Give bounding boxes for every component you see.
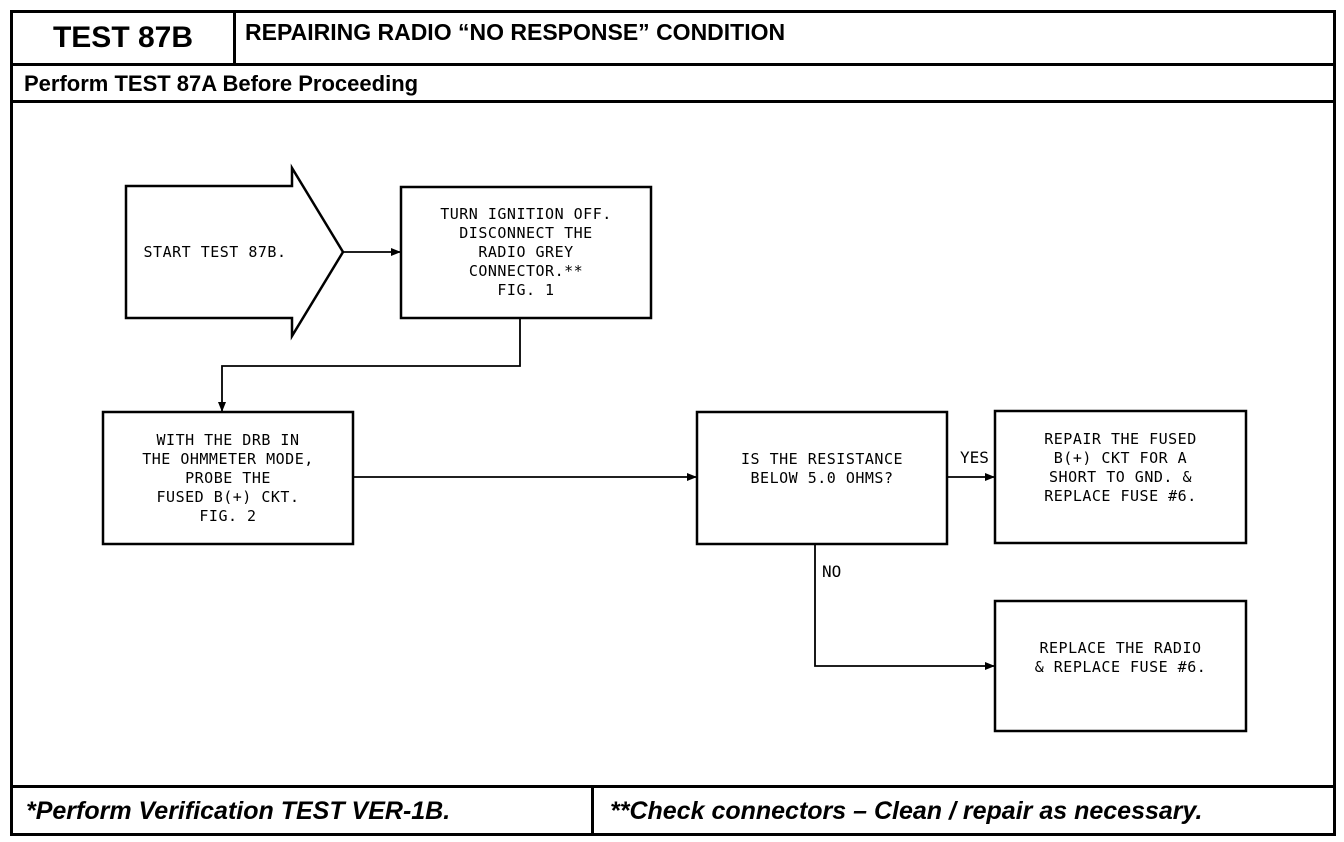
decision-box [695,410,949,546]
yes-action-text: REPAIR THE FUSED B(+) CKT FOR A SHORT TO… [1044,430,1197,505]
decision-text: IS THE RESISTANCE BELOW 5.0 OHMS? [740,450,904,487]
header-vertical-divider [233,10,236,66]
start-arrow-shape [124,163,345,341]
step2-box [101,410,355,546]
header-bottom-divider [10,63,1336,66]
start-step-text: START TEST 87B. [143,242,287,261]
connector-note: **Check connectors – Clean / repair as n… [610,797,1203,825]
procedure-frame [10,10,1336,836]
no-label: NO [822,562,842,581]
step1-text: TURN IGNITION OFF. DISCONNECT THE RADIO … [440,205,612,299]
yes-action-box [993,409,1248,545]
step2-text: WITH THE DRB IN THE OHMMETER MODE, PROBE… [142,430,314,525]
yes-label: YES [960,448,989,467]
connector-step1-to-step2 [218,318,521,412]
footer-top-divider [10,785,1336,788]
subtitle-bottom-divider [10,100,1336,103]
page-title: REPAIRING RADIO “NO RESPONSE” CONDITION [245,19,786,45]
prerequisite-note: Perform TEST 87A Before Proceeding [24,71,419,96]
verification-note: *Perform Verification TEST VER-1B. [26,797,451,825]
step1-box [399,185,653,320]
connector-no [814,544,995,670]
no-action-text: REPLACE THE RADIO & REPLACE FUSE #6. [1034,639,1207,676]
no-action-box [993,599,1248,733]
footer-vertical-divider [591,785,594,836]
test-number: TEST 87B [52,21,194,54]
